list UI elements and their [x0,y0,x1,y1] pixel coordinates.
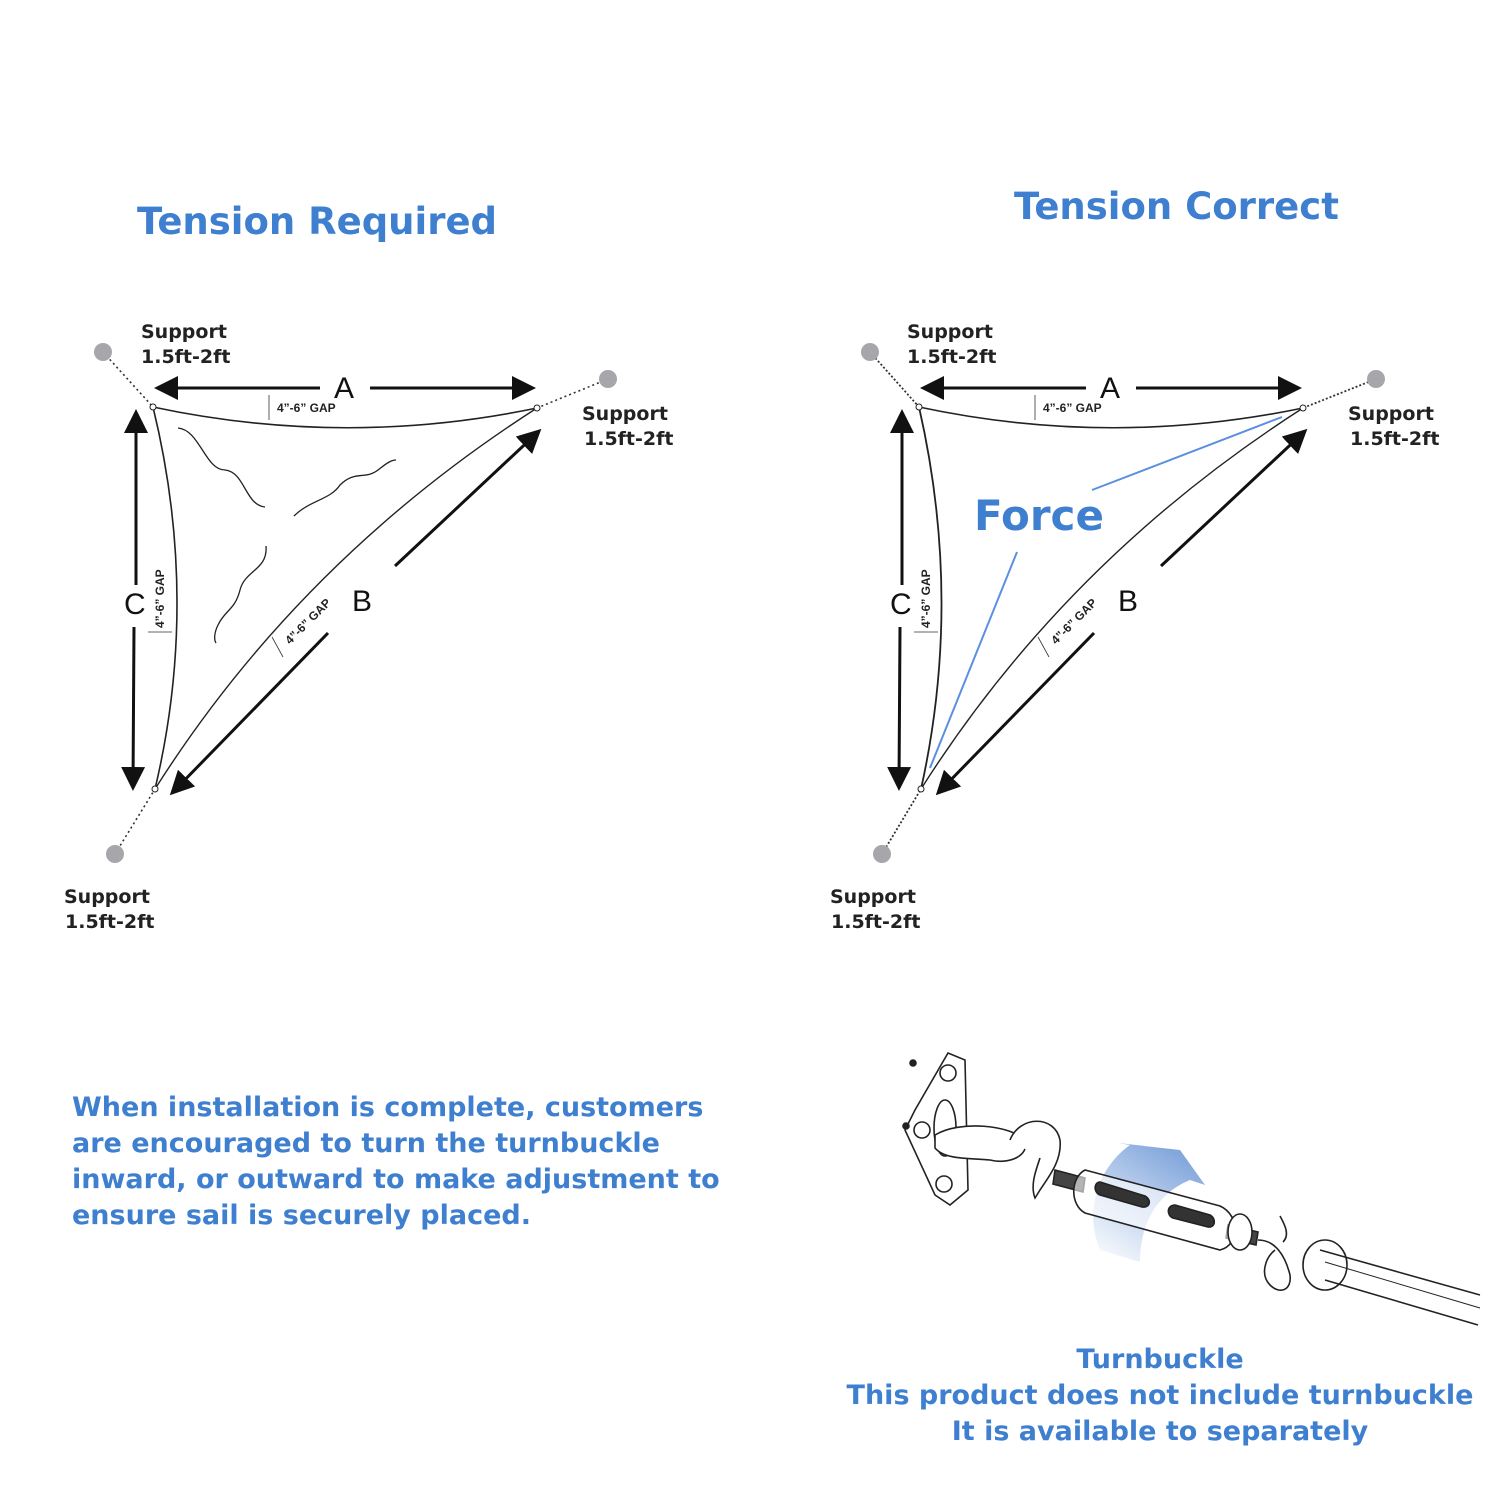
caption-line: It is available to separately [952,1416,1369,1447]
side-b-arrow-down [169,631,330,796]
instruction-line: are encouraged to turn the turnbuckle [72,1128,660,1159]
side-b-label: B [352,585,372,618]
sail-edge-a [152,406,538,429]
screw-icon [939,1064,957,1082]
d-ring-icon [917,785,925,793]
body-end-icon [1227,1213,1253,1251]
support-label: Support [830,886,916,908]
side-b-arrow-up [1159,428,1308,568]
gap-label-a: 4”-6” GAP [277,401,336,415]
side-c-label: C [890,588,912,621]
support-tether [869,351,920,408]
support-length: 1.5ft-2ft [65,911,154,933]
right-panel-title: Tension Correct [1014,185,1339,228]
instruction-line: When installation is complete, customers [72,1092,703,1123]
left-panel-title: Tension Required [137,200,497,243]
instruction-line: inward, or outward to make adjustment to [72,1164,720,1195]
body-slot-icon [1094,1181,1151,1208]
sail-edge-c [152,406,178,790]
wrinkle-line [177,427,266,508]
d-ring-icon [151,785,159,793]
support-tether [114,788,156,855]
support-post-icon [599,370,617,388]
support-length: 1.5ft-2ft [907,346,996,368]
support-length: 1.5ft-2ft [831,911,920,933]
gap-indicator [1037,636,1050,658]
side-c-arrow-down [121,626,146,791]
support-length: 1.5ft-2ft [1350,428,1439,450]
body-slot-icon [1167,1204,1216,1228]
right-triangle-diagram: Force A C B 4”-6” GAP 4”-6” GAP 4”-6” GA… [830,321,1439,933]
hook-icon [1257,1239,1291,1291]
wrinkle-line [214,545,267,644]
support-post-icon [106,845,124,863]
force-label: Force [974,491,1104,540]
support-tether [881,788,922,855]
sail-edge-b [154,407,538,790]
left-triangle-diagram: A C B 4”-6” GAP 4”-6” GAP 4”-6” GAP Supp… [64,321,673,933]
installation-instructions: When installation is complete, customers… [72,1092,720,1231]
support-post-icon [94,343,112,361]
support-length: 1.5ft-2ft [584,428,673,450]
support-tether [1302,378,1377,409]
caption-line: This product does not include turnbuckle [847,1380,1474,1411]
wrinkle-line [293,459,397,517]
hook-icon [1009,1120,1061,1200]
d-ring-icon [149,403,157,411]
side-b-label: B [1118,585,1138,618]
caption-title: Turnbuckle [1076,1344,1243,1375]
gap-label-a: 4”-6” GAP [1043,401,1102,415]
instruction-line: ensure sail is securely placed. [72,1200,531,1231]
support-label: Support [141,321,227,343]
force-line [929,551,1018,769]
thimble-icon [1302,1239,1348,1291]
support-post-icon [1367,370,1385,388]
sail-edge-a [918,406,1304,429]
hook-tip-icon [1279,1215,1288,1243]
support-tether [102,351,154,408]
side-b-arrow-up [393,428,542,568]
support-post-icon [873,845,891,863]
support-length: 1.5ft-2ft [141,346,230,368]
screw-icon [913,1121,931,1139]
support-label: Support [1348,403,1434,425]
side-a-label: A [334,372,354,405]
support-post-icon [861,343,879,361]
d-ring-icon [533,404,541,412]
screw-icon [935,1175,953,1193]
side-c-arrow-down [887,626,912,791]
d-ring-icon [915,403,923,411]
sail-edge-b [920,407,1304,790]
d-ring-icon [1299,404,1307,412]
gap-label-c: 4”-6” GAP [153,569,167,628]
sail-edge-c [918,406,943,790]
support-label: Support [64,886,150,908]
gap-label-b: 4”-6” GAP [1048,596,1099,647]
gap-label-c: 4”-6” GAP [919,569,933,628]
side-a-label: A [1100,372,1120,405]
link-icon [934,1125,1027,1162]
side-c-label: C [124,588,146,621]
side-b-arrow-down [935,631,1096,796]
gap-label-b: 4”-6” GAP [282,596,333,647]
force-line [1091,416,1283,491]
turnbuckle-caption: Turnbuckle This product does not include… [847,1344,1474,1447]
support-label: Support [907,321,993,343]
turnbuckle-illustration [902,1051,1481,1326]
gap-indicator [271,636,284,658]
support-label: Support [582,403,668,425]
